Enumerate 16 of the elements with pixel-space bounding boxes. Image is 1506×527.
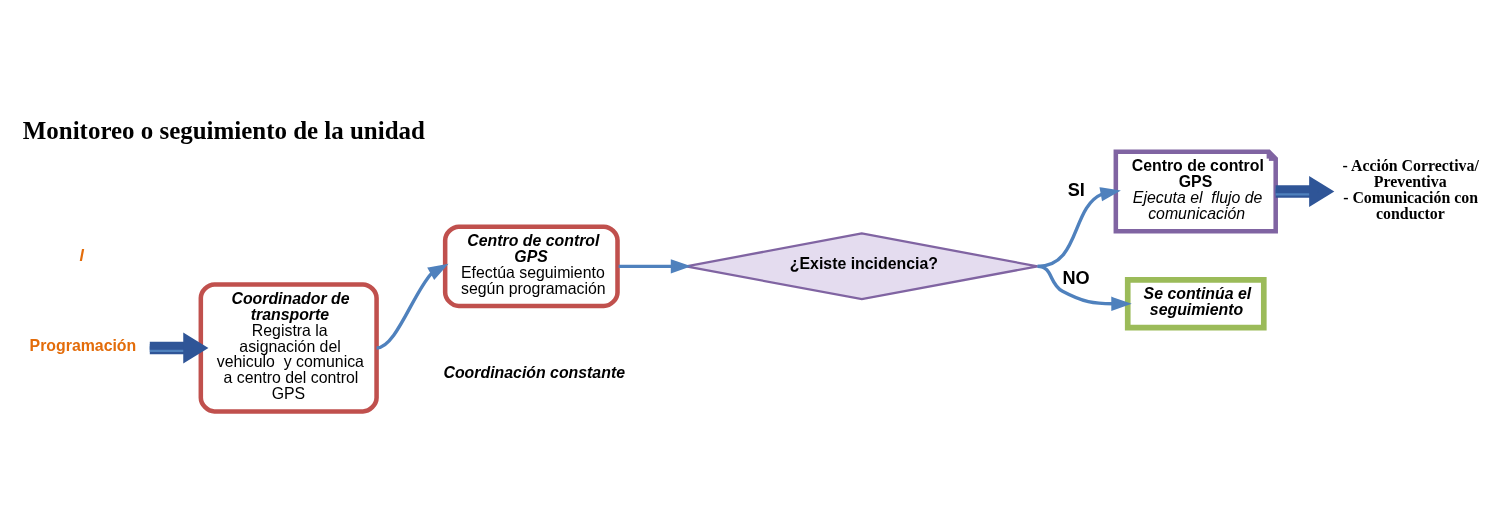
label: Coordinación constante: [443, 364, 625, 382]
arrow: [149, 332, 209, 364]
arrow: [376, 263, 449, 350]
arrow: [1275, 176, 1335, 207]
label: l: [79, 247, 84, 265]
edge-label: SI: [1067, 179, 1085, 200]
node-box: Centro de control GPS Efectúa seguimiento según programación: [442, 224, 620, 309]
node-box: Se continúa el seguimiento: [1124, 277, 1267, 331]
node-text: Programación: [29, 337, 137, 355]
arrow: [618, 259, 692, 274]
arrow: [1037, 187, 1121, 268]
diagram-title: Monitoreo o seguimiento de la unidad: [22, 116, 425, 144]
edge-label: NO: [1062, 268, 1090, 289]
node-box: Coordinador de transporte Registra la asignación del vehiculo y comunica a centro del control GPS: [198, 282, 379, 414]
node-text: - Acción Correctiva/ Preventiva - Comunicación con conductor: [1342, 157, 1479, 222]
arrow: [1037, 264, 1132, 311]
